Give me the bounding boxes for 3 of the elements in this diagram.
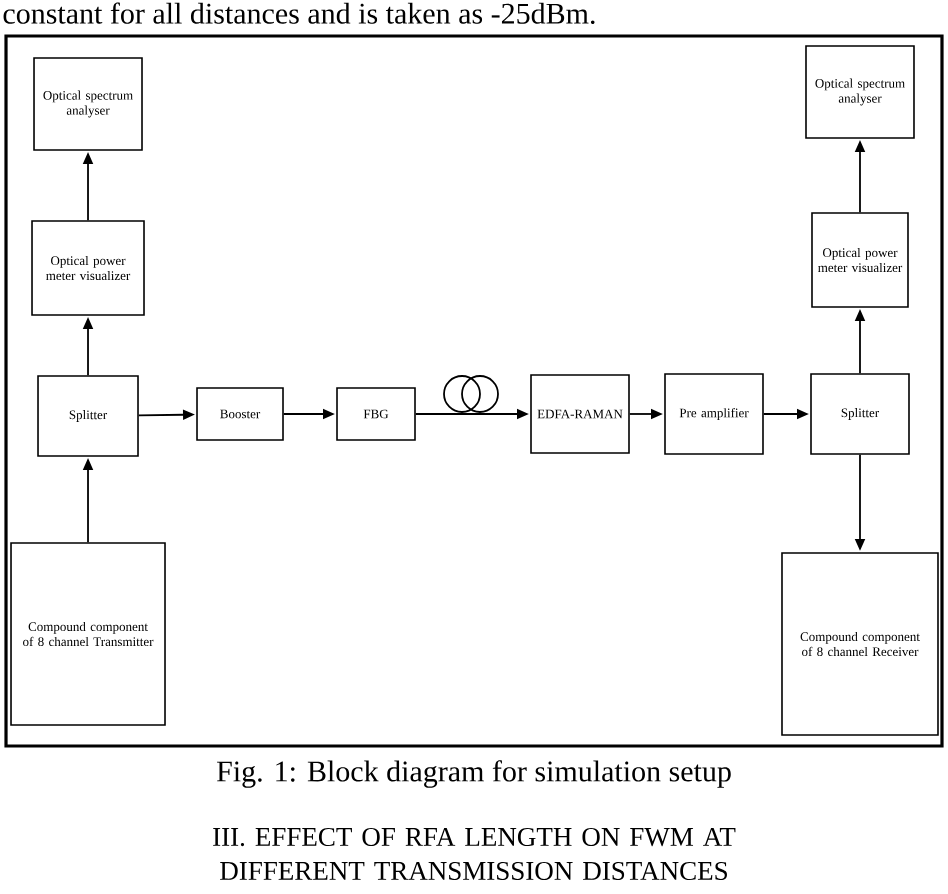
body-text: constant for all distances and is taken as -25dBm. (3, 2, 595, 24)
section-heading: III. EFFECT OF RFA LENGTH ON FWM AT DIFFERENT TRANSMISSION DISTANCES (213, 827, 736, 881)
figure-caption: Fig. 1: Block diagram for simulation setup (217, 760, 731, 788)
